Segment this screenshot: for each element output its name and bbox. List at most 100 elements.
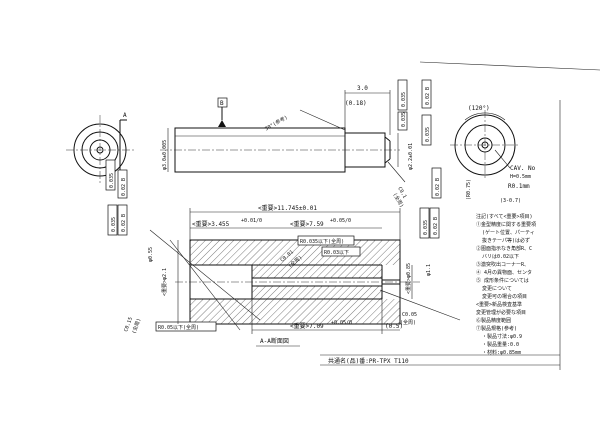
fillet-1: R0.035以下(全周) — [300, 238, 344, 245]
section-mark-top: A — [123, 112, 127, 119]
pin-step-body — [344, 132, 386, 168]
note-line-15: ・製品寸法:φ0.9 — [482, 333, 522, 340]
dim-length-top: 3.0 — [357, 85, 368, 92]
fillet-2-box — [321, 246, 361, 257]
tol-left-value-2: 0.02 B — [121, 178, 127, 196]
datum-triangle — [218, 120, 226, 127]
datum-b-label: B — [220, 100, 224, 107]
fillet-2: R0.03以下 — [324, 250, 349, 256]
note-line-6: ③激突吹出コーナーR、 — [476, 261, 529, 268]
tol-value-1: 0.035 — [401, 92, 407, 107]
tol-frame-4 — [421, 114, 432, 146]
detail-view: (120°) CAV. No H=0.5mm R0.1mm (R0.75) (3… — [450, 105, 536, 204]
tol-frames-left-top: 0.035 0.02 B — [105, 159, 128, 199]
chamfer-leader — [387, 161, 406, 183]
dim-vertical-right2: φ1.1 — [426, 264, 432, 276]
note-line-10: 変更可の場合の項目 — [482, 293, 527, 300]
dim-mid-bore: <重要>7.59 — [290, 220, 324, 228]
chamfer-bottom-right: C0.05 — [402, 312, 417, 318]
note-line-17: ・材料:φ0.85mm — [482, 349, 521, 356]
pin-chamfer-bottom — [384, 158, 391, 164]
note-line-16: ・製品重量:0.0 — [482, 341, 519, 348]
tol-left-frame-1 — [105, 159, 116, 191]
note-line-5: バリは0.02以下 — [482, 254, 519, 260]
tol-value-4: 0.035 — [425, 127, 431, 142]
note-line-7: ④ 4月の異物面、センタ — [476, 269, 532, 276]
hatch-mid-top — [252, 265, 382, 278]
note-line-14: ⑦製品規格(参考) — [476, 325, 517, 332]
dim-vertical-right: <重要>φ0.85 — [405, 263, 412, 294]
hatch-bottom — [190, 299, 400, 324]
note-line-3: 抜きテーパ等)は必ず — [482, 237, 530, 244]
fillet-1-box — [297, 235, 355, 246]
hatch-mid-bottom — [252, 286, 382, 299]
note-line-12: 変更管理が必要な項目 — [476, 309, 526, 316]
chamfer-angle-label: 30°(参考) — [264, 114, 289, 133]
top-view: B 30°(参考) 3.0 (0.18) φ3.0±0.005 φ2.2±0.0… — [105, 79, 442, 209]
tol-value-3: 0.02 B — [425, 87, 431, 105]
chamfer-right: C0.1 — [396, 186, 407, 199]
dim-bottom-tol: +0.05/0 — [331, 320, 352, 326]
detail-fillet: R0.1mm — [508, 183, 530, 190]
detail-cav-note: CAV. No — [510, 165, 536, 172]
detail-dim1: (R0.75) — [466, 179, 472, 200]
notes-block: 注記(すべて<重要>項目) ①金型精度に関する重要項 (ゲート位置、パーティ 抜… — [476, 213, 536, 356]
detail-leader — [494, 149, 511, 169]
dim-length-paren: (0.18) — [345, 100, 367, 107]
dim-bottom: <重要>7.09 — [290, 322, 324, 330]
detail-angle: (120°) — [468, 105, 490, 112]
leader-diag-3 — [379, 289, 461, 321]
tol-frame-5 — [431, 167, 442, 199]
sec-tol-right-1 — [419, 207, 430, 239]
fillet-bottom-box — [155, 321, 217, 332]
sec-tol-right-value-2: 0.02 B — [433, 217, 439, 235]
tol-left-frame-2 — [117, 169, 128, 199]
detail-cav-size: H=0.5mm — [510, 174, 531, 180]
section-view: <重要>11.745±0.01 <重要>3.455 +0.01/0 <重要>7.… — [107, 204, 461, 347]
note-line-2: (ゲート位置、パーティ — [482, 229, 535, 236]
tol-left-value-1: 0.035 — [109, 173, 115, 188]
dim-vertical-left: <重要>φ2.1 — [161, 268, 168, 296]
note-line-0: 注記(すべて<重要>項目) — [476, 213, 533, 220]
sec-tol-right-value-1: 0.035 — [423, 220, 429, 235]
note-line-9: 変更について — [482, 285, 512, 292]
tol-frame-3 — [421, 79, 432, 109]
leader-diag-1 — [149, 229, 261, 321]
sec-tol-right-2 — [429, 207, 440, 239]
note-line-8: ⑤ 成形条件については — [476, 277, 529, 284]
sec-tol-left-value-2: 0.02 B — [121, 214, 127, 232]
dim-vertical-left2: φ0.55 — [148, 247, 154, 262]
detail-angle-arc — [464, 112, 506, 121]
note-line-11: <重要>新品検査基準 — [476, 301, 522, 308]
detail-dim2: (3-0.7) — [500, 198, 521, 204]
tol-value-2: 0.035 — [401, 112, 407, 127]
title-label: 共通名(品)番:PR-TPX T110 — [328, 357, 409, 365]
sec-tol-left-value-1: 0.035 — [111, 217, 117, 232]
dim-mid-bore-tol: +0.05/0 — [330, 218, 351, 224]
tol-frame-1 — [397, 79, 408, 111]
pin-chamfer-top — [384, 136, 391, 142]
note-line-4: ②图面指示なき角部R、C — [476, 245, 532, 252]
dim-left-bore-tol: +0.01/0 — [241, 218, 262, 224]
note-line-1: ①金型精度に関する重要項 — [476, 221, 536, 228]
title-block: 共通名(品)番:PR-TPX T110 — [320, 354, 560, 366]
section-title: A-A断面図 — [260, 337, 289, 345]
leader-diag-2 — [169, 239, 241, 331]
hatch-top — [190, 240, 400, 265]
note-line-13: ⑥製品精度範囲 — [476, 317, 511, 324]
chamfer-left: C0.15 — [123, 316, 134, 332]
dim-total: <重要>11.745±0.01 — [258, 204, 317, 212]
dim-left-bore: <重要>3.455 — [192, 220, 230, 228]
sec-tol-left-1 — [107, 204, 118, 236]
frame-top-line — [419, 61, 600, 71]
tol-frames-right: 0.035 0.035 0.02 B 0.035 0.02 B — [397, 79, 442, 199]
chamfer-bottom-right-note: (全周) — [400, 319, 416, 326]
tol-frame-2 — [397, 111, 408, 131]
angle-leader — [299, 109, 346, 131]
tol-value-5: 0.02 B — [435, 178, 441, 196]
fillet-bottom: R0.05以下(全周) — [158, 324, 199, 331]
dim-diameter: φ3.0±0.005 — [162, 140, 168, 170]
dim-bottom-right: (0.5) — [385, 323, 403, 330]
dim-right-dia: φ2.2±0.01 — [408, 143, 414, 170]
